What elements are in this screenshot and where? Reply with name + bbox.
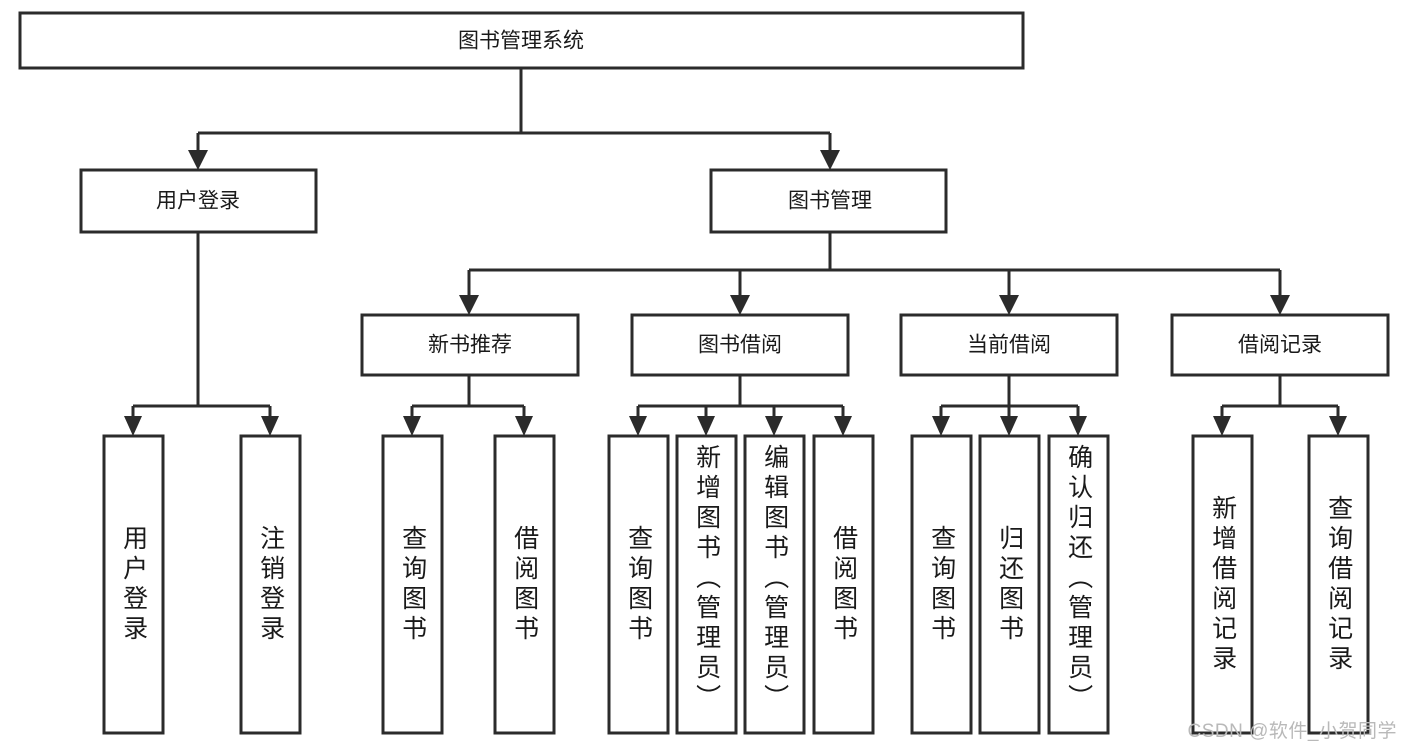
leaf-node-query-book-recommend[interactable] bbox=[381, 434, 444, 735]
watermark-text: CSDN @软件_小贺同学 bbox=[1187, 721, 1397, 742]
node-current-borrow-label: 当前借阅 bbox=[967, 334, 1051, 357]
connector-records-to-leaves bbox=[1213, 375, 1347, 436]
leaf-node-add-book-admin[interactable] bbox=[675, 434, 738, 735]
node-borrow-records-label: 借阅记录 bbox=[1238, 334, 1322, 357]
node-book-borrow-label: 图书借阅 bbox=[698, 334, 782, 357]
node-new-book-recommend[interactable]: 新书推荐 bbox=[360, 313, 580, 377]
connector-borrow-to-leaves bbox=[629, 375, 852, 436]
leaf-node-query-borrow-record[interactable] bbox=[1307, 434, 1370, 735]
leaf-node-query-book-current[interactable] bbox=[910, 434, 973, 735]
connector-new-book-to-leaves bbox=[403, 375, 533, 436]
connector-book-mgmt-to-level3 bbox=[459, 232, 1290, 315]
leaf-node-add-borrow-record[interactable] bbox=[1191, 434, 1254, 735]
node-new-book-recommend-label: 新书推荐 bbox=[428, 334, 512, 357]
leaf-node-borrow-book-recommend[interactable] bbox=[493, 434, 556, 735]
leaf-node-confirm-return-admin[interactable] bbox=[1047, 434, 1110, 735]
node-user-login-label: 用户登录 bbox=[156, 190, 240, 213]
connector-user-login-to-leaves bbox=[124, 232, 279, 436]
node-root-label: 图书管理系统 bbox=[458, 30, 584, 53]
leaf-node-edit-book-admin[interactable] bbox=[743, 434, 806, 735]
node-current-borrow[interactable]: 当前借阅 bbox=[899, 313, 1119, 377]
node-book-borrow[interactable]: 图书借阅 bbox=[630, 313, 850, 377]
node-book-management[interactable]: 图书管理 bbox=[709, 168, 948, 234]
leaf-node-return-book[interactable] bbox=[978, 434, 1041, 735]
connector-current-borrow-to-leaves bbox=[932, 375, 1087, 436]
node-user-login[interactable]: 用户登录 bbox=[79, 168, 318, 234]
node-root[interactable]: 图书管理系统 bbox=[18, 11, 1025, 70]
connector-root-to-level2 bbox=[188, 68, 840, 170]
node-book-management-label: 图书管理 bbox=[788, 190, 872, 213]
leaf-node-logout[interactable] bbox=[239, 434, 302, 735]
leaf-node-borrow-book[interactable] bbox=[812, 434, 875, 735]
node-borrow-records[interactable]: 借阅记录 bbox=[1170, 313, 1390, 377]
leaf-node-user-login[interactable] bbox=[102, 434, 165, 735]
leaf-node-query-book-borrow[interactable] bbox=[607, 434, 670, 735]
